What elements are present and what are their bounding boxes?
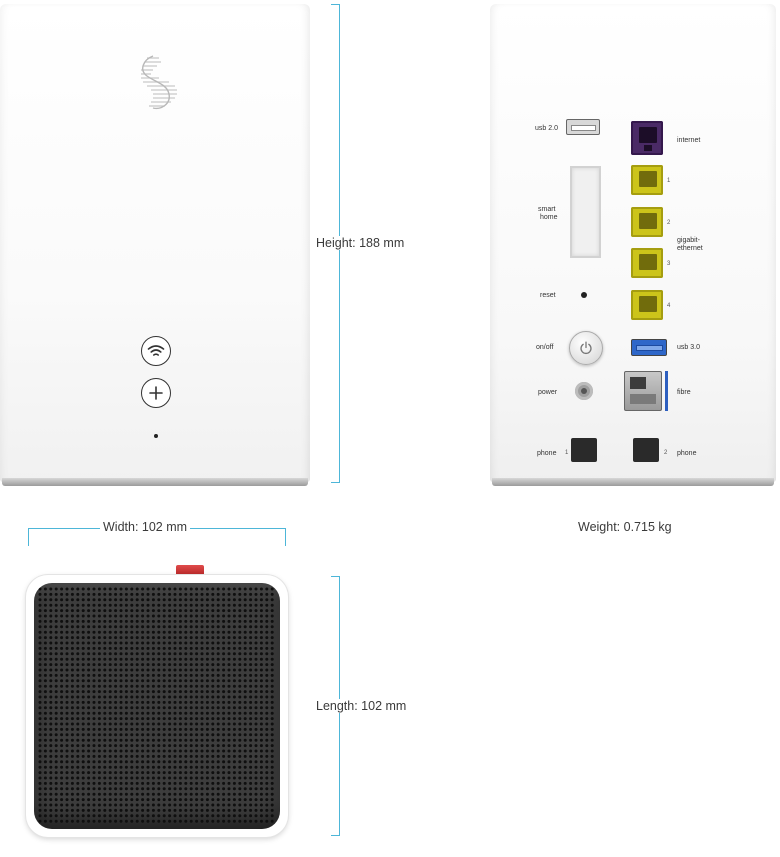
power-socket[interactable] [575, 382, 593, 400]
phone-2-number: 2 [664, 450, 668, 456]
width-label: Width: 102 mm [100, 520, 191, 534]
label-phone-right: phone [677, 450, 697, 457]
label-power: power [538, 389, 558, 396]
length-dim-tick-bottom [331, 835, 340, 836]
top-accent-tab [176, 565, 204, 576]
ethernet-port-2-hole [639, 213, 657, 229]
plus-icon [149, 386, 163, 400]
weight-label: Weight: 0.715 kg [578, 520, 672, 534]
power-button[interactable] [569, 331, 603, 365]
usb-3-port[interactable] [631, 339, 667, 356]
ethernet-port-2[interactable] [631, 207, 663, 237]
label-usb-2: usb 2.0 [535, 125, 558, 132]
phone-port-2-clip [642, 456, 650, 462]
internet-port-hole [639, 127, 657, 143]
label-ethernet: ethernet [677, 245, 703, 252]
grille-holes [38, 587, 274, 823]
front-base [2, 478, 308, 486]
ethernet-4-number: 4 [667, 303, 671, 309]
reset-hole[interactable] [581, 292, 587, 298]
brand-logo [141, 55, 177, 110]
usb-3-tongue [636, 345, 663, 351]
power-icon [580, 341, 592, 355]
label-onoff: on/off [536, 344, 554, 351]
ethernet-port-3-hole [639, 254, 657, 270]
wifi-icon [147, 345, 165, 356]
ethernet-port-1[interactable] [631, 165, 663, 195]
status-led [154, 434, 158, 438]
phone-port-2[interactable] [633, 438, 659, 462]
label-reset: reset [540, 292, 556, 299]
label-internet: internet [677, 137, 701, 144]
smart-home-slot[interactable] [570, 166, 601, 258]
ethernet-port-1-hole [639, 171, 657, 187]
length-label: Length: 102 mm [316, 699, 407, 713]
label-fibre: fibre [677, 389, 691, 396]
ethernet-port-3[interactable] [631, 248, 663, 278]
ethernet-port-4-hole [639, 296, 657, 312]
label-smart: smart [538, 206, 556, 213]
fibre-marker [665, 371, 668, 411]
height-dim-tick-top [331, 4, 340, 5]
power-socket-pin [581, 388, 587, 394]
ethernet-3-number: 3 [667, 261, 671, 267]
phone-port-1[interactable] [571, 438, 597, 462]
label-usb-3: usb 3.0 [677, 344, 700, 351]
usb-2-port[interactable] [566, 119, 600, 135]
speaker-grille [34, 583, 280, 829]
ethernet-1-number: 1 [667, 178, 671, 184]
ethernet-port-4[interactable] [631, 290, 663, 320]
ethernet-2-number: 2 [667, 220, 671, 226]
label-gigabit: gigabit- [677, 237, 700, 244]
width-dim-tick-right [285, 528, 286, 546]
usb-2-tongue [571, 125, 596, 131]
height-dim-tick-bottom [331, 482, 340, 483]
wifi-button[interactable] [141, 336, 171, 366]
label-home: home [540, 214, 558, 221]
router-front-view [0, 4, 310, 482]
wps-plus-button[interactable] [141, 378, 171, 408]
phone-1-number: 1 [565, 450, 569, 456]
fibre-port[interactable] [624, 371, 662, 411]
internet-port-clip [644, 145, 652, 151]
width-dim-tick-left [28, 528, 29, 546]
fibre-port-latch [630, 394, 656, 404]
phone-port-1-clip [580, 456, 588, 462]
height-label: Height: 188 mm [316, 236, 405, 250]
fibre-port-opening [630, 377, 646, 389]
back-base [492, 478, 774, 486]
length-dim-tick-top [331, 576, 340, 577]
label-phone-left: phone [537, 450, 557, 457]
internet-port[interactable] [631, 121, 663, 155]
